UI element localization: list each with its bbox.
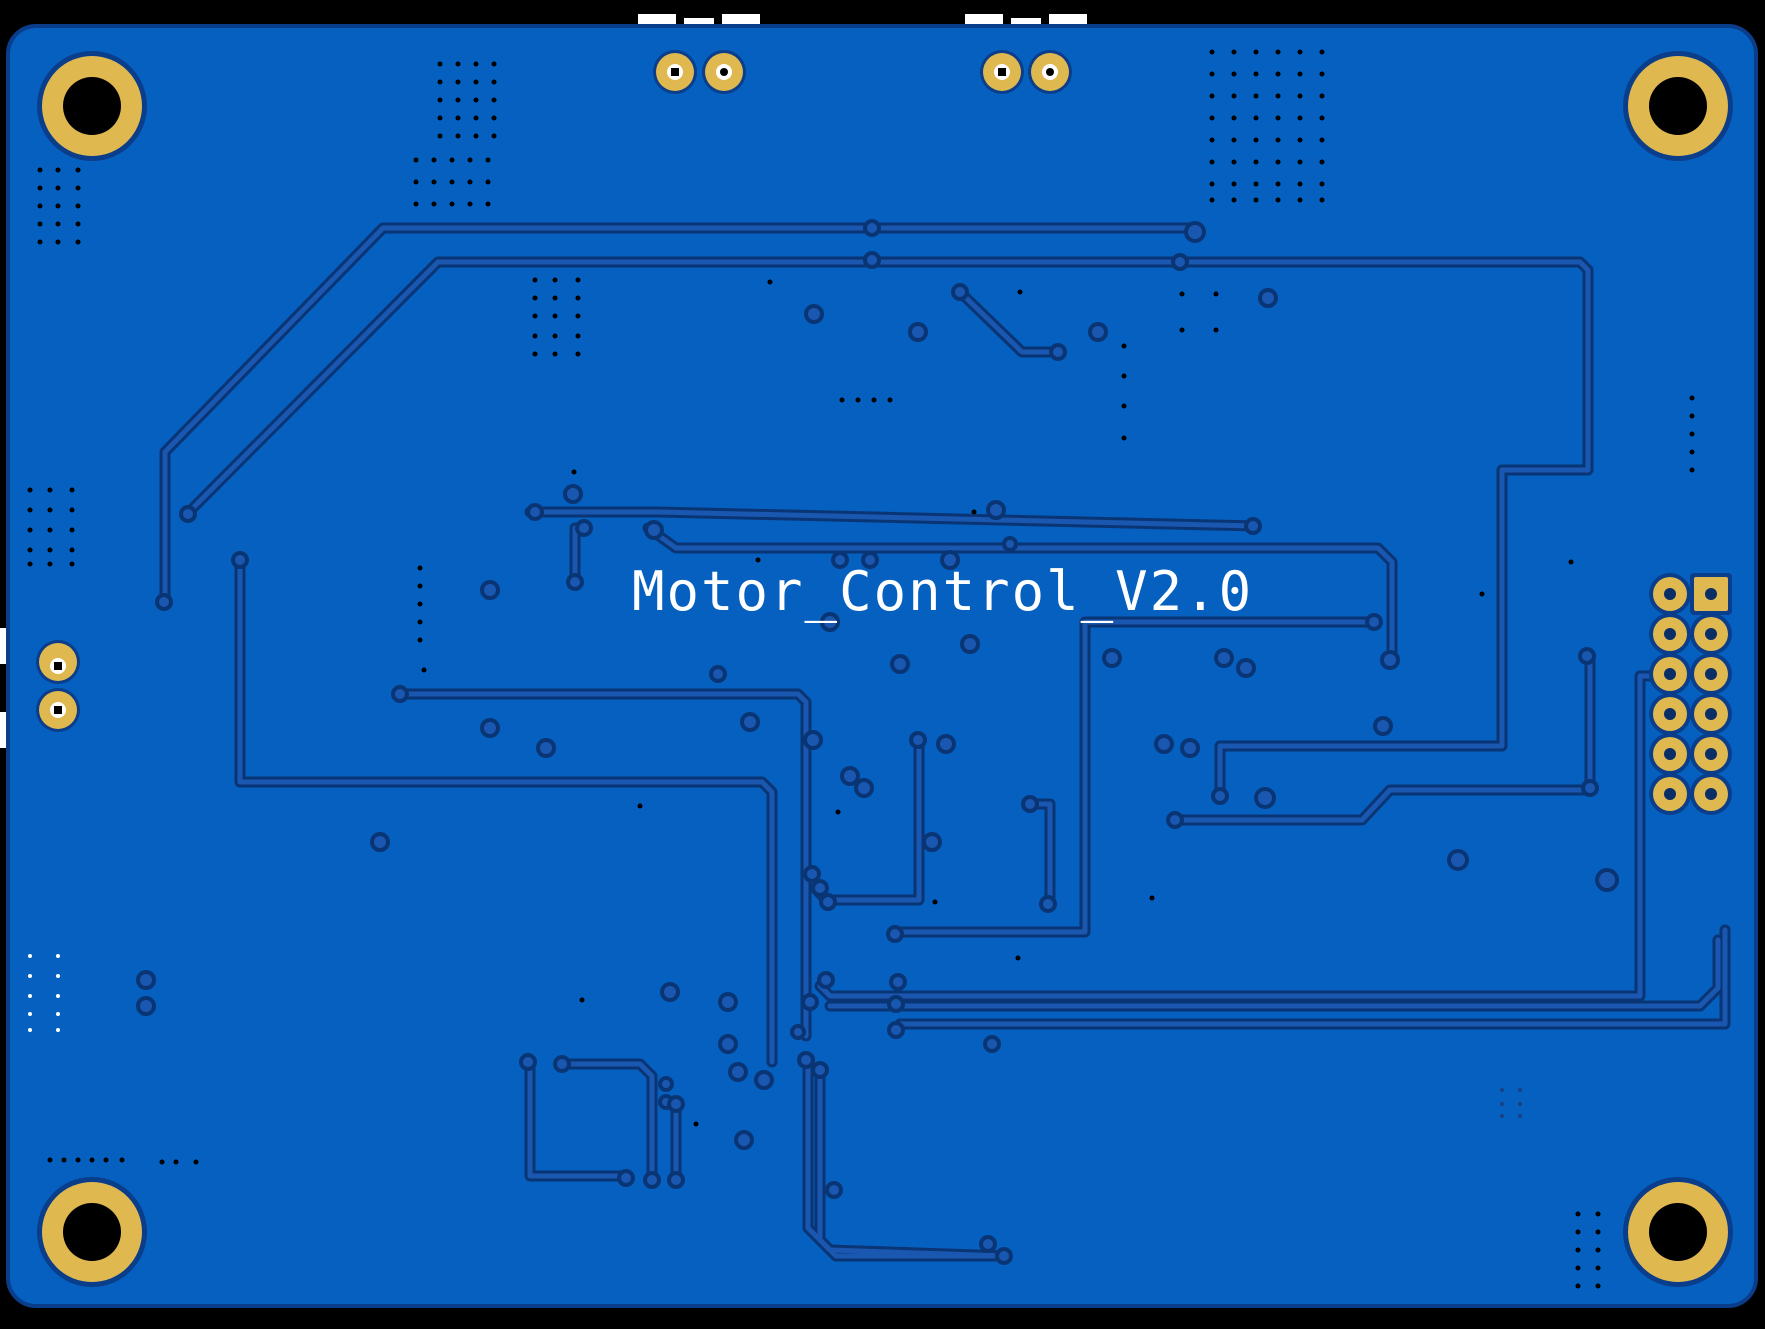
board-silkscreen-label: Motor_Control_V2.0 — [632, 560, 1253, 623]
vias — [136, 219, 1619, 1265]
mounting-hole-bottom-left — [37, 1177, 147, 1287]
mounting-hole-top-left — [37, 51, 147, 161]
mounting-hole-top-right — [1623, 51, 1733, 161]
mounting-hole-bottom-right — [1623, 1177, 1733, 1287]
power-connector-left — [653, 50, 746, 94]
mounting-holes — [37, 51, 1733, 1287]
edge-tab-marks — [0, 14, 1087, 748]
copper-traces-fill — [162, 225, 1728, 1259]
side-connector — [36, 640, 80, 732]
via-dot-grids — [27, 49, 1695, 1289]
power-connector-right — [980, 50, 1072, 94]
pin-header-2x6 — [1649, 573, 1732, 815]
board-substrate — [6, 24, 1758, 1308]
